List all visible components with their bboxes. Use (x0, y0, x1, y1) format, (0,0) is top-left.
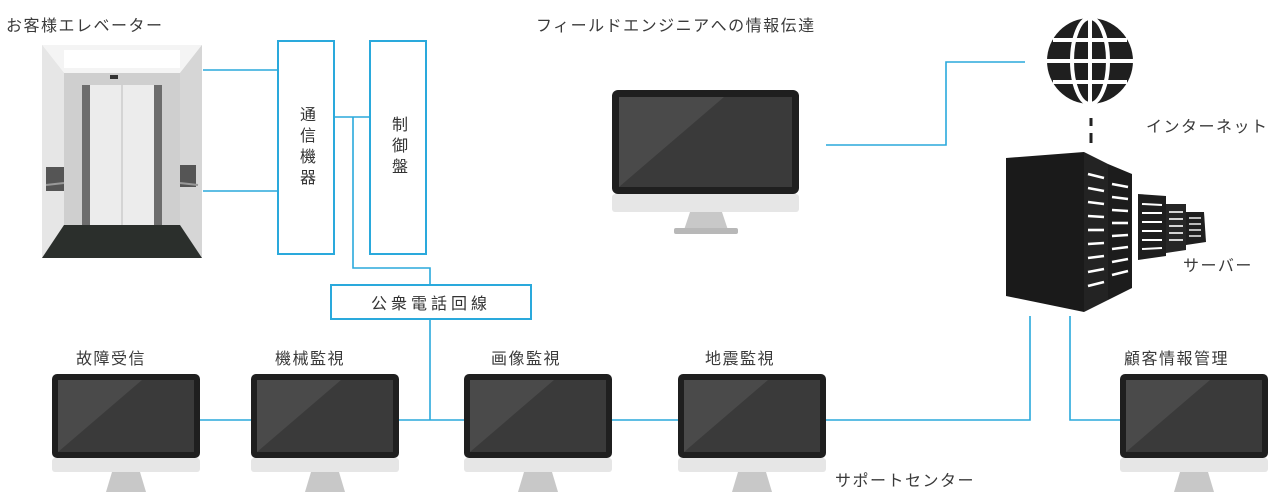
line-engineer-internet (826, 61, 1025, 146)
public-line-box: 公衆電話回線 (330, 284, 532, 320)
monitor-label-earthquake: 地震監視 (705, 349, 776, 368)
support-center-label: サポートセンター (835, 471, 976, 490)
monitor-label-machine: 機械監視 (275, 349, 346, 368)
public-line-text: 公衆電話回線 (370, 294, 491, 313)
line-comm-public (352, 117, 431, 286)
comm-device-text: 通信機器 (297, 105, 316, 190)
elevator-photo (42, 45, 202, 258)
field-engineer-label: フィールドエンジニアへの情報伝達 (536, 16, 816, 35)
elevator-label: お客様エレベーター (6, 16, 164, 35)
line-server-customer (1069, 316, 1120, 421)
monitor-customer-info (1120, 374, 1268, 492)
internet-label: インターネット (1146, 117, 1269, 136)
globe-icon (1047, 16, 1133, 106)
monitor-label-failure: 故障受信 (76, 349, 147, 368)
line-bus-server (826, 316, 1031, 421)
server-rack-icon (1006, 152, 1206, 312)
monitor-label-image: 画像監視 (491, 349, 562, 368)
control-panel-box: 制御盤 (369, 40, 427, 255)
monitor-image-monitoring (464, 374, 612, 492)
comm-device-box: 通信機器 (277, 40, 335, 255)
monitor-earthquake-monitoring (678, 374, 826, 492)
monitor-label-customer: 顧客情報管理 (1124, 349, 1230, 368)
control-panel-text: 制御盤 (389, 116, 408, 179)
monitor-failure-reception (52, 374, 200, 492)
field-engineer-monitor (612, 90, 799, 234)
monitor-machine-monitoring (251, 374, 399, 492)
server-label: サーバー (1183, 256, 1253, 275)
